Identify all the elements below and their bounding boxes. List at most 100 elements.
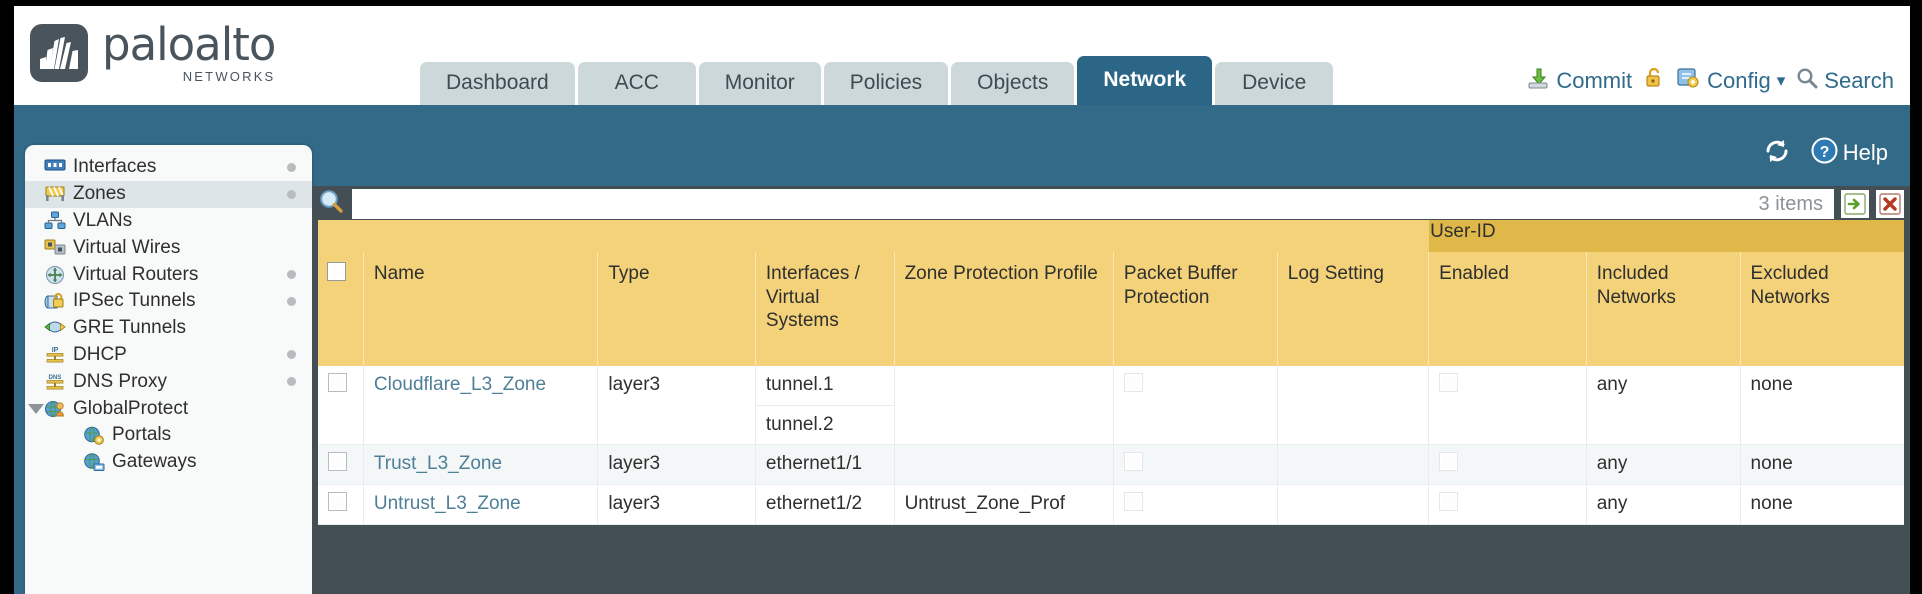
- table-header-row: Name Type Interfaces / Virtual Systems Z…: [318, 252, 1904, 366]
- cell-type: layer3: [597, 484, 756, 525]
- search-icon[interactable]: [318, 188, 345, 220]
- zone-name-link[interactable]: Untrust_L3_Zone: [373, 493, 521, 515]
- clear-filter-button[interactable]: [1876, 190, 1904, 218]
- sidebar-item-zones[interactable]: Zones: [25, 180, 312, 208]
- cell-enabled: [1428, 444, 1587, 486]
- status-dot: [287, 189, 296, 199]
- chevron-down-icon: ▾: [1776, 71, 1786, 90]
- interfaces-icon: [44, 157, 66, 177]
- sidebar-item-portals[interactable]: Portals: [25, 422, 312, 449]
- tab-monitor[interactable]: Monitor: [698, 61, 821, 105]
- gre-tunnels-icon: [44, 318, 66, 338]
- sidebar-item-dns-proxy[interactable]: DNS DNS Proxy: [25, 368, 312, 395]
- cell-included-networks: any: [1585, 444, 1741, 486]
- sidebar-item-globalprotect[interactable]: GlobalProtect: [25, 395, 312, 422]
- cell-zone-protection-profile: [893, 444, 1114, 486]
- table-row[interactable]: Untrust_L3_Zone layer3 ethernet1/2 Untru…: [318, 484, 1904, 525]
- sidebar-item-ipsec-tunnels[interactable]: IPSec Tunnels: [25, 288, 312, 315]
- top-header-bar: paloalto NETWORKS Dashboard ACC Monitor …: [14, 6, 1910, 105]
- commit-label: Commit: [1556, 68, 1633, 93]
- status-dot: [287, 296, 296, 306]
- globalprotect-icon: [44, 399, 66, 419]
- column-header-included-networks[interactable]: Included Networks: [1585, 252, 1741, 366]
- cell-packet-buffer-protection: [1112, 484, 1278, 525]
- cell-log-setting: [1276, 484, 1429, 525]
- sidebar-item-dhcp[interactable]: IP DHCP: [25, 342, 312, 369]
- paloalto-logo-icon: [30, 23, 88, 82]
- sidebar-item-label: GlobalProtect: [73, 397, 189, 419]
- column-header-interfaces[interactable]: Interfaces / Virtual Systems: [754, 252, 895, 366]
- group-header-spacer: [318, 220, 1429, 252]
- cell-excluded-networks: none: [1739, 366, 1904, 446]
- tab-dashboard[interactable]: Dashboard: [420, 61, 575, 105]
- portals-icon: [83, 425, 105, 446]
- sidebar-item-gateways[interactable]: Gateways: [25, 449, 312, 476]
- sidebar-item-label: DNS Proxy: [73, 370, 167, 392]
- tab-network[interactable]: Network: [1077, 55, 1213, 105]
- user-id-enabled-checkbox[interactable]: [1439, 492, 1459, 512]
- cell-packet-buffer-protection: [1112, 444, 1278, 486]
- main-nav-tabs: Dashboard ACC Monitor Policies Objects N…: [420, 55, 1334, 105]
- chevron-down-icon[interactable]: [28, 403, 44, 414]
- packet-buffer-protection-checkbox[interactable]: [1123, 373, 1143, 392]
- table-body: Cloudflare_L3_Zone layer3 tunnel.1 tunne…: [318, 366, 1904, 525]
- cell-interfaces: tunnel.1 tunnel.2: [754, 366, 895, 446]
- packet-buffer-protection-checkbox[interactable]: [1123, 492, 1143, 512]
- user-id-enabled-checkbox[interactable]: [1439, 452, 1459, 472]
- packet-buffer-protection-checkbox[interactable]: [1123, 452, 1143, 472]
- column-header-zone-protection-profile[interactable]: Zone Protection Profile: [893, 252, 1114, 366]
- tab-device[interactable]: Device: [1215, 61, 1334, 105]
- zone-name-link[interactable]: Trust_L3_Zone: [373, 453, 503, 475]
- refresh-icon[interactable]: [1763, 138, 1791, 169]
- commit-button[interactable]: Commit: [1526, 66, 1632, 96]
- sidebar-item-label: Portals: [112, 424, 172, 446]
- apply-filter-button[interactable]: [1841, 190, 1869, 218]
- search-input[interactable]: 3 items: [352, 189, 1834, 219]
- sidebar-item-vlans[interactable]: VLANs: [25, 208, 312, 235]
- svg-text:?: ?: [1819, 144, 1829, 161]
- dhcp-icon: IP: [44, 345, 66, 365]
- user-id-enabled-checkbox[interactable]: [1439, 373, 1459, 392]
- tab-policies[interactable]: Policies: [823, 61, 949, 105]
- table-row[interactable]: Trust_L3_Zone layer3 ethernet1/1 any non…: [318, 444, 1904, 486]
- sidebar-item-label: Gateways: [112, 451, 197, 473]
- lock-icon[interactable]: [1643, 66, 1665, 96]
- table-row[interactable]: Cloudflare_L3_Zone layer3 tunnel.1 tunne…: [318, 366, 1904, 446]
- sidebar-item-label: DHCP: [73, 343, 127, 365]
- column-header-packet-buffer-protection[interactable]: Packet Buffer Protection: [1112, 252, 1278, 366]
- sidebar-item-label: Interfaces: [73, 156, 157, 178]
- cell-name: Trust_L3_Zone: [362, 444, 598, 486]
- column-header-name[interactable]: Name: [362, 252, 598, 366]
- column-header-type[interactable]: Type: [597, 252, 756, 366]
- tab-objects[interactable]: Objects: [951, 61, 1075, 105]
- sidebar-item-virtual-wires[interactable]: Virtual Wires: [25, 234, 312, 261]
- row-checkbox[interactable]: [328, 492, 347, 512]
- config-menu[interactable]: Config ▾: [1676, 66, 1785, 96]
- search-button[interactable]: Search: [1796, 67, 1894, 95]
- interface-entry: tunnel.2: [765, 413, 834, 435]
- gateways-icon: [83, 452, 105, 472]
- svg-text:IP: IP: [52, 347, 59, 354]
- search-label: Search: [1824, 68, 1894, 93]
- tab-acc[interactable]: ACC: [577, 61, 696, 105]
- banner-actions: ? Help: [1763, 137, 1888, 169]
- search-icon: [1796, 67, 1818, 95]
- sidebar-item-interfaces[interactable]: Interfaces: [25, 154, 312, 181]
- brand-logo[interactable]: paloalto NETWORKS: [30, 18, 276, 83]
- row-select-cell: [318, 366, 364, 446]
- sidebar-item-gre-tunnels[interactable]: GRE Tunnels: [25, 315, 312, 342]
- zone-name-link[interactable]: Cloudflare_L3_Zone: [373, 374, 547, 395]
- sidebar-item-label: Zones: [73, 183, 126, 205]
- column-header-log-setting[interactable]: Log Setting: [1276, 252, 1429, 366]
- brand-wordmark: paloalto NETWORKS: [102, 18, 276, 83]
- brand-name: paloalto: [102, 18, 276, 71]
- select-all-checkbox[interactable]: [327, 262, 346, 281]
- row-checkbox[interactable]: [328, 452, 347, 472]
- commit-icon: [1526, 66, 1550, 96]
- row-checkbox[interactable]: [328, 373, 347, 392]
- column-header-excluded-networks[interactable]: Excluded Networks: [1739, 252, 1904, 366]
- help-button[interactable]: ? Help: [1811, 137, 1888, 169]
- cell-packet-buffer-protection: [1112, 366, 1278, 446]
- column-header-enabled[interactable]: Enabled: [1428, 252, 1587, 366]
- sidebar-item-virtual-routers[interactable]: Virtual Routers: [25, 261, 312, 288]
